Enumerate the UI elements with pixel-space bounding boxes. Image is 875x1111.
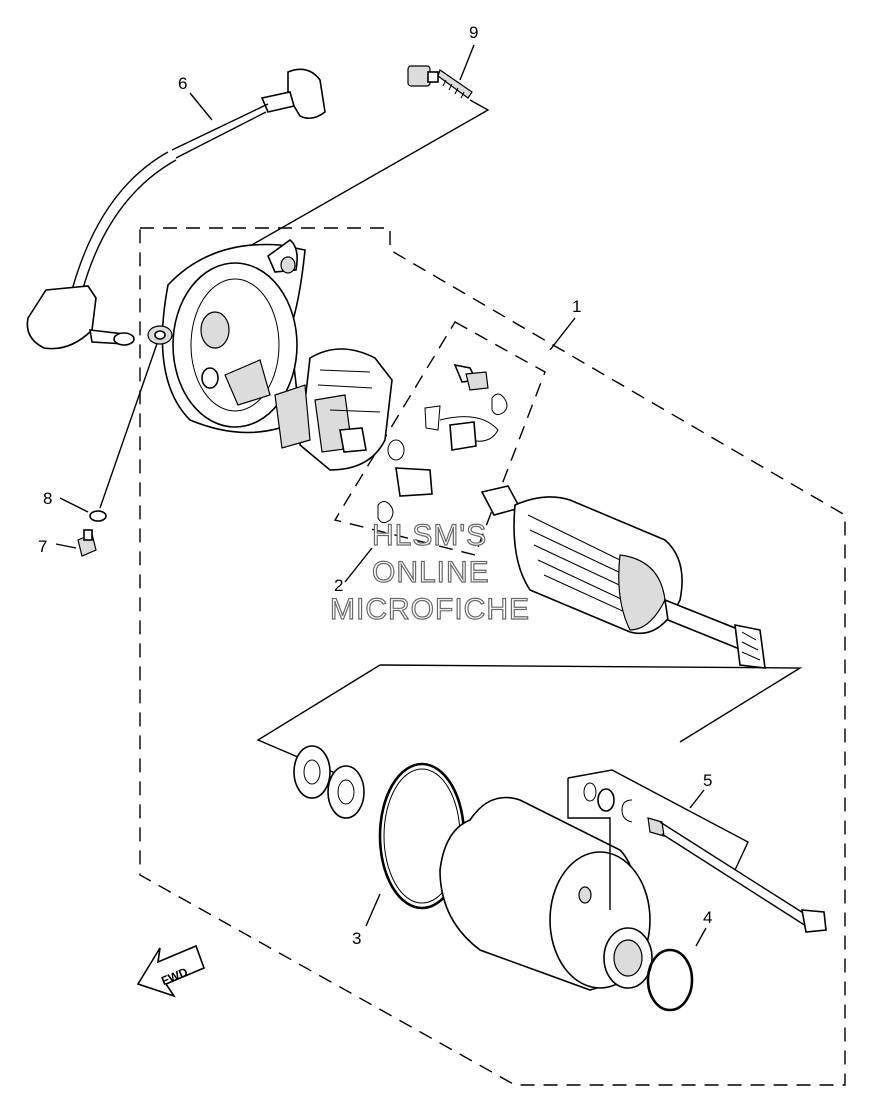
o-ring-3-leader xyxy=(365,893,381,927)
callout-1: 1 xyxy=(572,297,581,316)
washer-pair xyxy=(293,745,365,819)
fwd-direction-arrow: FWD xyxy=(136,944,206,998)
yoke-housing xyxy=(439,796,653,991)
callout-9: 9 xyxy=(469,23,478,42)
armature xyxy=(480,485,766,669)
watermark: HLSM'S ONLINE MICROFICHE xyxy=(329,518,530,626)
callout-5: 5 xyxy=(703,771,712,790)
screw-7-leader xyxy=(55,543,77,549)
armature-guide-2 xyxy=(379,664,803,743)
callout-2-leader xyxy=(344,547,373,583)
callout-8: 8 xyxy=(43,489,52,508)
bolt-9-guide xyxy=(249,99,490,247)
brush-set-2 xyxy=(377,363,508,524)
callout-7: 7 xyxy=(38,537,47,556)
callout-1-leader xyxy=(549,317,576,351)
bolt-set-5-leader xyxy=(567,769,749,910)
assembly-boundary xyxy=(139,227,846,1086)
watermark-line-2: ONLINE xyxy=(372,556,490,589)
callout-2: 2 xyxy=(334,576,343,595)
brush-holder xyxy=(274,348,393,471)
bolt-set-5 xyxy=(583,782,827,933)
watermark-line-3: MICROFICHE xyxy=(330,593,530,626)
rear-cover xyxy=(147,238,306,434)
screw-7 xyxy=(77,529,97,557)
bolt-9-leader xyxy=(459,44,475,81)
washer-8-leader xyxy=(59,497,89,513)
callout-3: 3 xyxy=(352,929,361,948)
washer-8 xyxy=(89,510,107,522)
washer-8-guide xyxy=(99,334,161,509)
callout-4: 4 xyxy=(703,908,712,927)
lead-wire-6-leader xyxy=(189,92,213,121)
o-ring-4 xyxy=(646,948,694,1012)
callout-6: 6 xyxy=(178,74,187,93)
bolt-9 xyxy=(407,65,473,99)
lead-wire-6 xyxy=(26,68,326,350)
watermark-line-1: HLSM'S xyxy=(372,519,487,552)
o-ring-4-leader xyxy=(695,927,707,947)
